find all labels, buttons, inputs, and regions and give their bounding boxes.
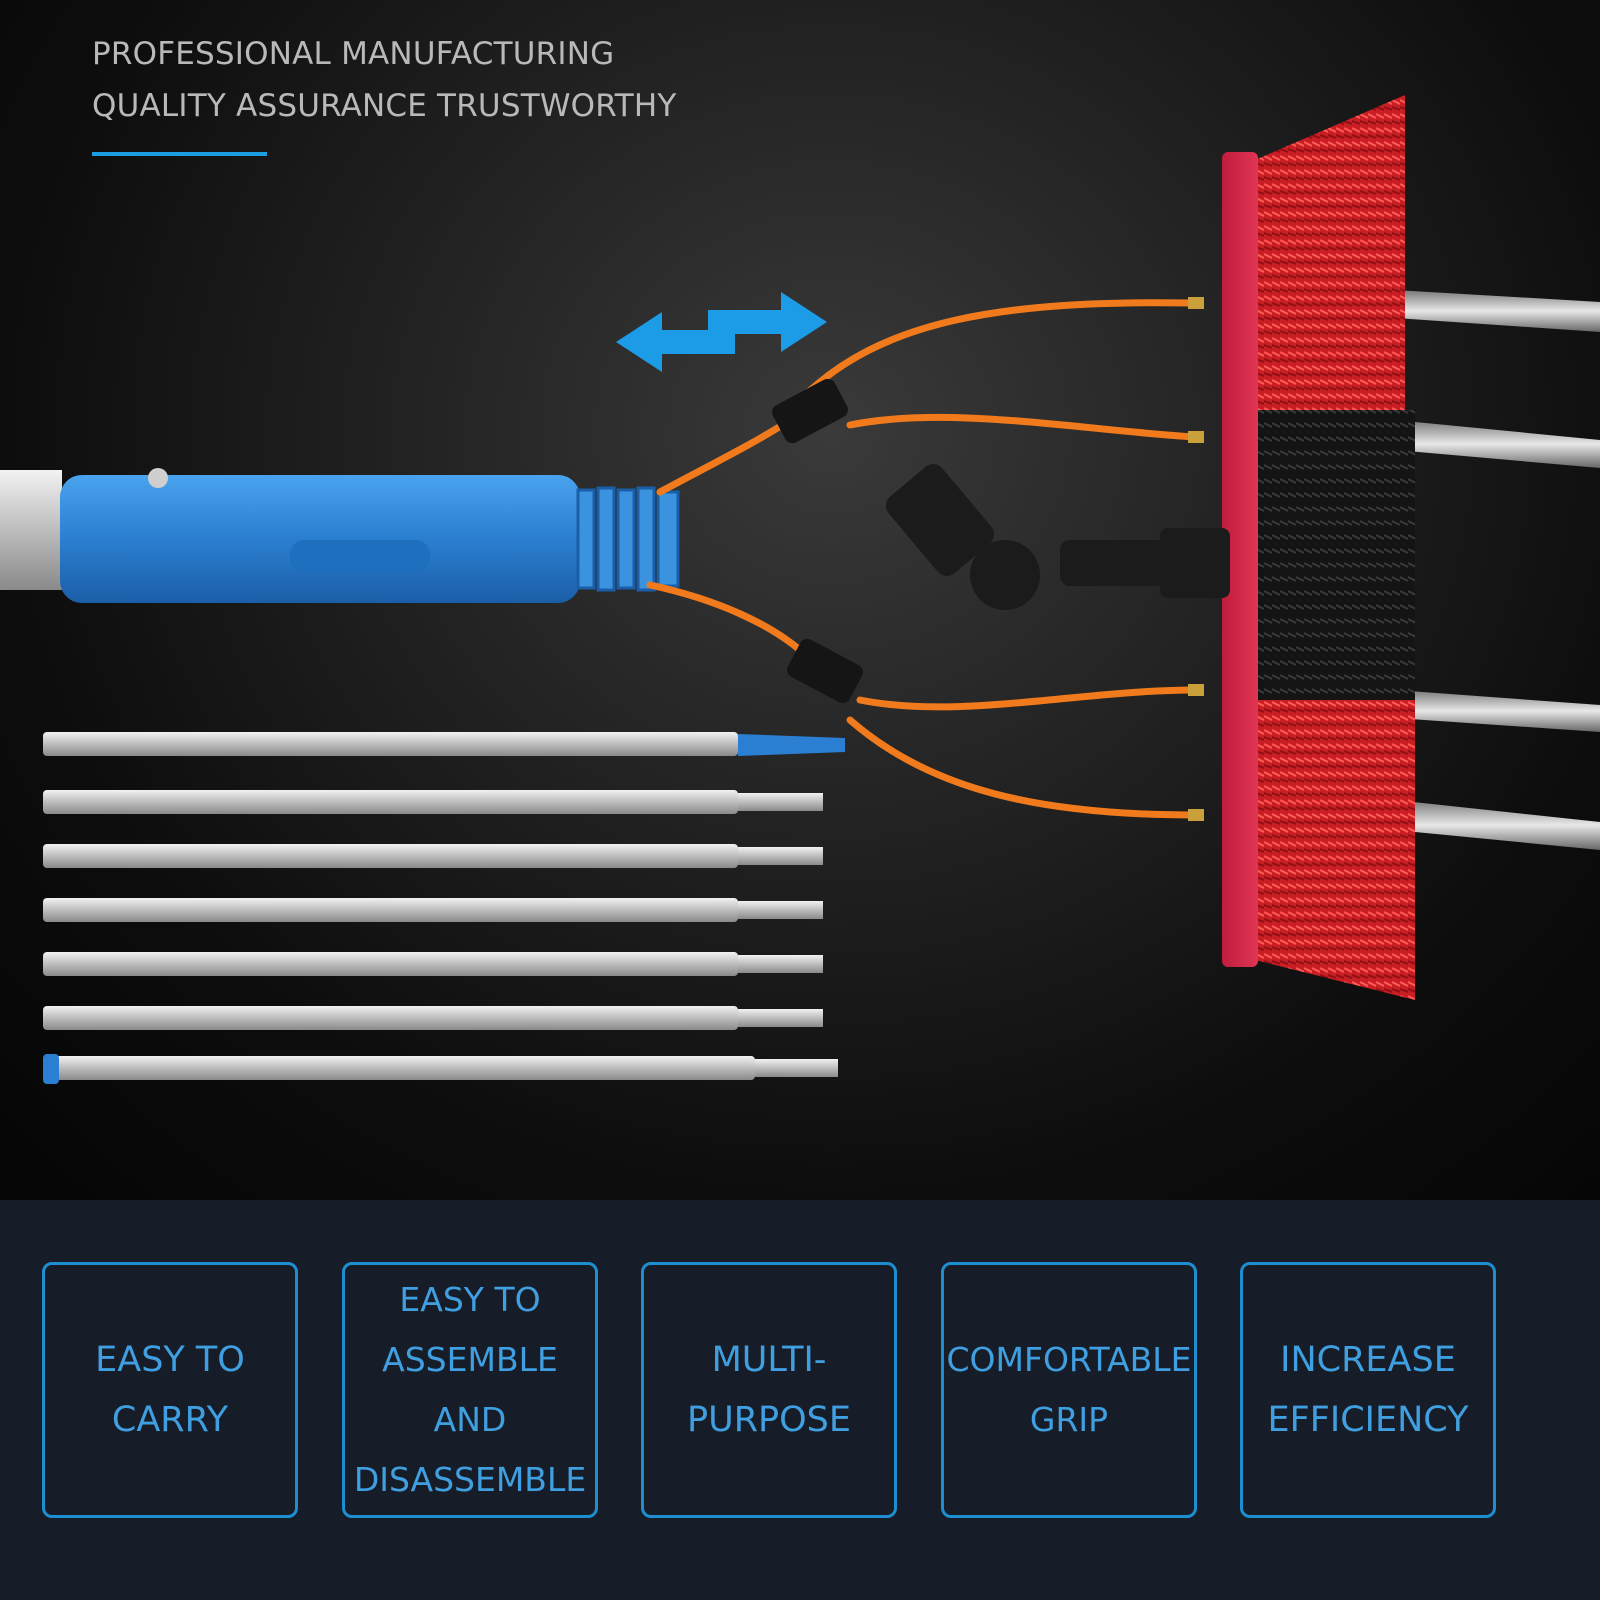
pole-section	[43, 1006, 823, 1030]
pole-section	[43, 1054, 838, 1084]
feature-card-increase-efficiency: INCREASE EFFICIENCY	[1240, 1262, 1496, 1518]
pole-section	[43, 898, 823, 922]
features-section: EASY TO CARRY EASY TO ASSEMBLE AND DISAS…	[0, 1200, 1600, 1600]
water-hoses	[646, 299, 1199, 819]
accent-underline	[92, 152, 267, 156]
feature-label: MULTI- PURPOSE	[686, 1340, 852, 1440]
headline: PROFESSIONAL MANUFACTURING QUALITY ASSUR…	[92, 28, 677, 132]
pole-stub	[0, 470, 62, 590]
feature-label: COMFORTABLE GRIP	[946, 1340, 1192, 1439]
feature-label: INCREASE EFFICIENCY	[1267, 1340, 1469, 1440]
pole-section	[43, 732, 845, 756]
feature-card-easy-to-carry: EASY TO CARRY	[42, 1262, 298, 1518]
brush-bristles	[1255, 95, 1415, 1000]
brush-block	[1222, 152, 1258, 967]
pole-sections	[43, 732, 845, 1084]
hero-section: PROFESSIONAL MANUFACTURING QUALITY ASSUR…	[0, 0, 1600, 1200]
brush-rails	[1395, 290, 1600, 850]
swivel-nozzle	[885, 464, 1230, 610]
hose-connectors	[772, 297, 1204, 821]
feature-label: EASY TO CARRY	[95, 1340, 245, 1440]
pole-section	[43, 844, 823, 868]
headline-line-2: QUALITY ASSURANCE TRUSTWORTHY	[92, 88, 677, 124]
product-illustration	[0, 95, 1600, 1084]
pole-section	[43, 790, 823, 814]
feature-card-multi-purpose: MULTI- PURPOSE	[641, 1262, 897, 1518]
headline-line-1: PROFESSIONAL MANUFACTURING	[92, 36, 615, 72]
feature-card-easy-to-assemble: EASY TO ASSEMBLE AND DISASSEMBLE	[342, 1262, 598, 1518]
feature-label: EASY TO ASSEMBLE AND DISASSEMBLE	[353, 1280, 587, 1499]
pole-adapter	[60, 468, 680, 603]
double-arrow-icon	[616, 292, 827, 372]
pole-section	[43, 952, 823, 976]
feature-card-comfortable-grip: COMFORTABLE GRIP	[941, 1262, 1197, 1518]
